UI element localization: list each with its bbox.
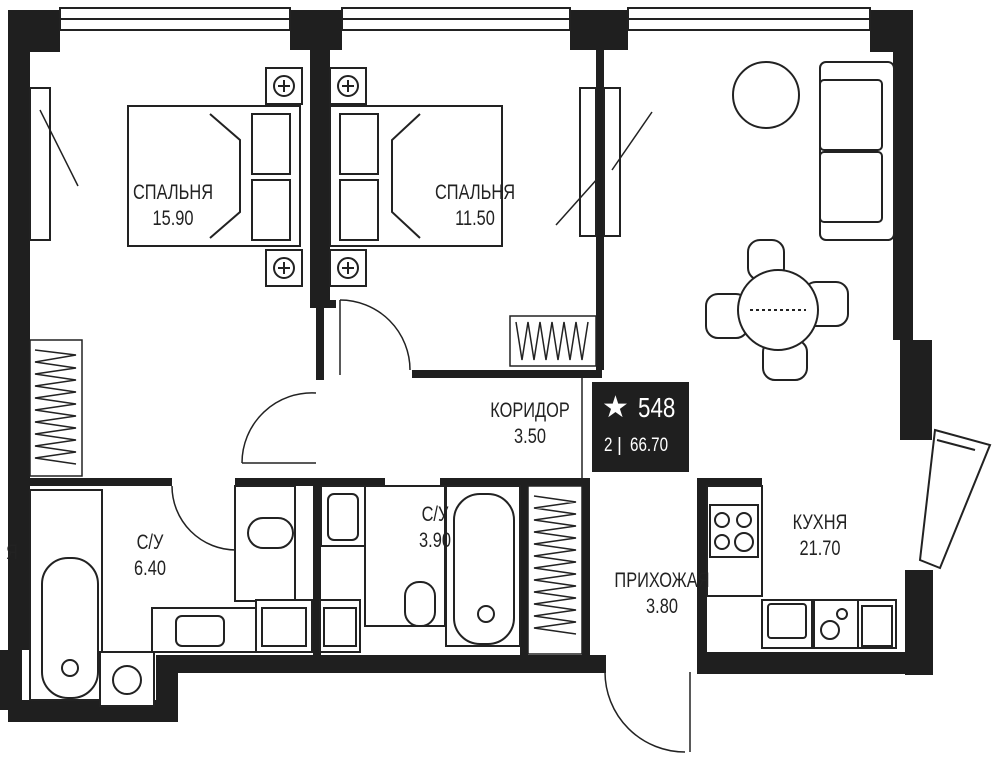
room-bedroom-left: СПАЛЬНЯ 15.90 bbox=[130, 180, 216, 233]
room-area: 11.50 bbox=[455, 207, 495, 231]
room-name: С/У bbox=[136, 531, 164, 554]
room-name: ПРИХОЖАЯ bbox=[614, 569, 710, 592]
badge-separator: | bbox=[617, 435, 622, 456]
room-hall: ПРИХОЖАЯ 3.80 bbox=[611, 568, 712, 621]
rooms-count: 2 bbox=[604, 435, 613, 456]
balcony-doors bbox=[39, 109, 653, 226]
room-bedroom-right: СПАЛЬНЯ 11.50 bbox=[432, 180, 518, 233]
radiators bbox=[29, 315, 597, 655]
room-name: КУХНЯ bbox=[792, 511, 848, 534]
star-icon: ★ bbox=[602, 391, 629, 424]
room-bath-left: С/У 6.40 bbox=[119, 530, 181, 583]
room-area: 3.80 bbox=[646, 595, 678, 619]
room-area: 15.90 bbox=[152, 207, 194, 231]
apartment-badge: ★ 548 2 | 66.70 bbox=[592, 382, 689, 472]
windows bbox=[29, 7, 992, 570]
living-furniture bbox=[705, 61, 895, 381]
beds bbox=[127, 67, 503, 287]
apartment-number: 548 bbox=[638, 392, 676, 423]
edge-text-fragment: Я bbox=[6, 541, 18, 564]
bathroom-fixtures bbox=[29, 485, 897, 707]
room-area: 6.40 bbox=[134, 557, 166, 581]
room-kitchen: КУХНЯ 21.70 bbox=[781, 510, 859, 563]
room-area: 21.70 bbox=[799, 537, 841, 561]
room-name: СПАЛЬНЯ bbox=[132, 181, 214, 204]
room-bath-mid: С/У 3.90 bbox=[408, 502, 463, 555]
room-name: СПАЛЬНЯ bbox=[434, 181, 516, 204]
room-area: 3.90 bbox=[419, 529, 451, 553]
walls bbox=[0, 10, 933, 722]
total-area: 66.70 bbox=[630, 435, 669, 456]
room-name: С/У bbox=[421, 503, 449, 526]
room-name: КОРИДОР bbox=[490, 399, 570, 422]
room-corridor: КОРИДОР 3.50 bbox=[487, 398, 573, 451]
room-area: 3.50 bbox=[514, 425, 546, 449]
